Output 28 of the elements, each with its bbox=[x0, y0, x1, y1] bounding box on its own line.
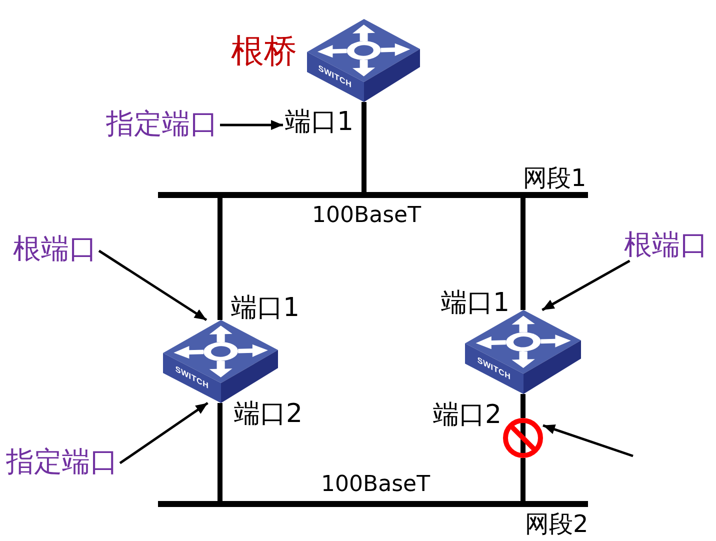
media-label: 100BaseT bbox=[320, 473, 432, 498]
arrow bbox=[220, 120, 283, 130]
link-line bbox=[520, 198, 526, 310]
arrow bbox=[119, 402, 208, 464]
segment-bar bbox=[158, 192, 588, 198]
segment-bar bbox=[158, 501, 588, 507]
link-line bbox=[218, 198, 222, 320]
port-label: 端口2 bbox=[233, 400, 304, 429]
port-label: 端口1 bbox=[230, 294, 301, 323]
link-line bbox=[218, 403, 222, 501]
port-role-label: 指定端口 bbox=[4, 447, 120, 478]
prohibition-icon bbox=[503, 418, 543, 458]
bridge-label: 根桥 bbox=[230, 33, 298, 70]
link-line bbox=[520, 458, 526, 501]
segment-label: 网段1 bbox=[522, 165, 588, 192]
link-line bbox=[520, 394, 526, 418]
arrow bbox=[98, 250, 208, 322]
arrow bbox=[542, 260, 630, 312]
port-label: 端口1 bbox=[283, 108, 356, 137]
port-label: 端口2 bbox=[432, 401, 503, 430]
arrow bbox=[542, 424, 634, 458]
port-role-label: 根端口 bbox=[622, 230, 710, 261]
port-label: 端口1 bbox=[440, 289, 511, 318]
link-line bbox=[362, 102, 366, 192]
media-label: 100BaseT bbox=[311, 204, 422, 228]
segment-label: 网段2 bbox=[524, 511, 590, 538]
port-role-label: 指定端口 bbox=[104, 109, 220, 140]
port-role-label: 根端口 bbox=[11, 234, 99, 265]
